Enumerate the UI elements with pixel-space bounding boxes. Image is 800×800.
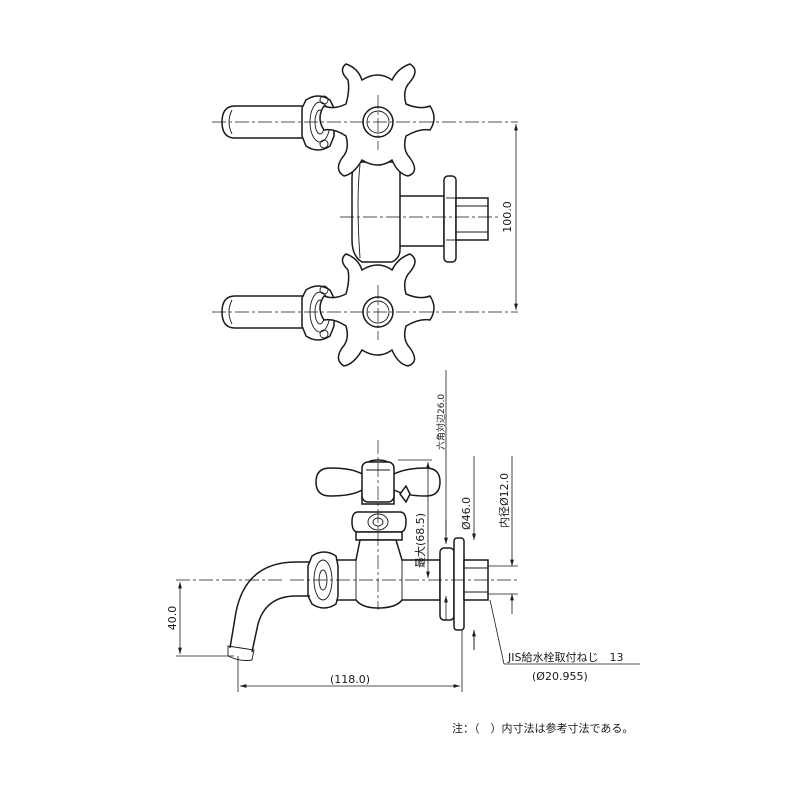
dimension-spout-drop: 40.0 — [166, 582, 234, 657]
thread-callout-line1: JIS給水栓取付ねじ 13 — [507, 650, 623, 664]
upper-handle — [319, 63, 435, 177]
dimension-length: (118.0) — [237, 630, 463, 692]
faucet-body-top — [351, 161, 445, 263]
dimension-inner-diameter: 内径Ø12.0 — [488, 456, 518, 614]
dimension-length-label: (118.0) — [330, 673, 370, 686]
wall-flange-top — [443, 175, 489, 263]
lower-handle — [319, 253, 435, 367]
dimension-diameter-46: Ø46.0 — [460, 456, 476, 650]
dimension-diameter-46-label: Ø46.0 — [460, 497, 473, 530]
side-view: 六角対辺26.0 最大(68.5) Ø46.0 内径Ø12.0 40. — [166, 370, 640, 692]
centerlines-side — [176, 440, 520, 610]
dimension-100: 100.0 — [501, 124, 518, 310]
centerlines-top — [212, 95, 518, 340]
dimension-max: 最大(68.5) — [398, 459, 432, 578]
dimension-spout-drop-label: 40.0 — [166, 606, 179, 631]
reference-note: 注：（ ）内寸法は参考寸法である。 — [452, 721, 633, 735]
thread-callout-line2: (Ø20.955) — [532, 670, 588, 683]
top-view: 100.0 — [212, 63, 518, 367]
thread-callout: JIS給水栓取付ねじ 13 (Ø20.955) — [489, 599, 640, 683]
side-bonnet — [351, 511, 407, 541]
dimension-hex-label: 六角対辺26.0 — [435, 394, 447, 450]
dimension-inner-diameter-label: 内径Ø12.0 — [497, 473, 511, 528]
dimension-hex: 六角対辺26.0 — [435, 370, 448, 620]
dimension-max-label: 最大(68.5) — [413, 513, 427, 568]
dimension-100-label: 100.0 — [501, 201, 514, 233]
side-spout — [227, 561, 310, 661]
side-wall-flange — [439, 537, 489, 631]
